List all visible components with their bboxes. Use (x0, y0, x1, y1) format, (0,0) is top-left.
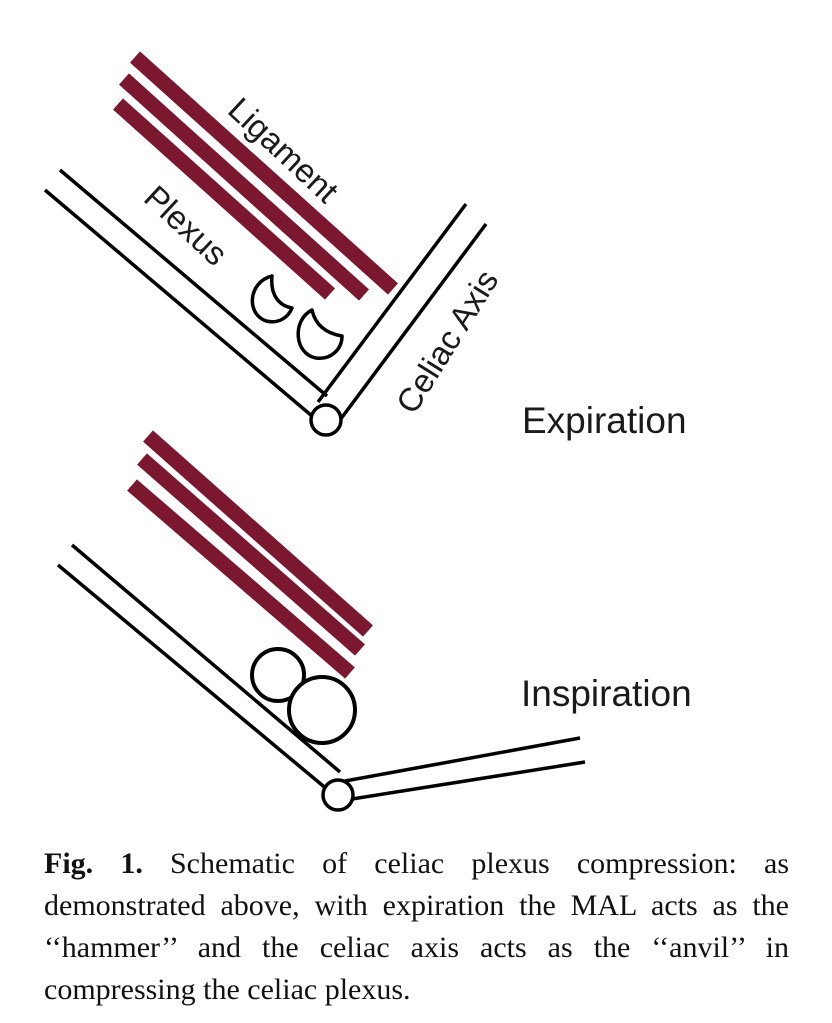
celiac-compression-diagram: Ligament Plexus Celiac Axis Expiration I… (43, 51, 692, 812)
inspiration-aorta-wall-inner (70, 543, 342, 774)
inspiration-ligament-bar (127, 479, 355, 679)
expiration-celiac-wall-right (338, 222, 488, 422)
inspiration-ligament-bar (143, 430, 373, 637)
inspiration-label: Inspiration (521, 673, 692, 714)
inspiration-celiac-wall-lower (351, 760, 586, 801)
inspiration-panel: Inspiration (56, 430, 692, 812)
expiration-plexus-crescent (250, 274, 294, 324)
inspiration-plexus-circle (287, 675, 357, 745)
expiration-plexus-crescent (296, 308, 344, 360)
expiration-ligament-bar (118, 73, 370, 301)
expiration-aorta-wall-inner (58, 168, 329, 398)
figure-caption-text: Schematic of celiac plexus compression: … (44, 847, 789, 1006)
figure-caption-label: Fig. 1. (44, 847, 143, 880)
expiration-aorta-wall-outer (43, 188, 314, 418)
expiration-junction-circle (309, 403, 343, 437)
expiration-label: Expiration (522, 400, 687, 441)
inspiration-plexus-circle (250, 647, 306, 703)
figure-caption: Fig. 1. Schematic of celiac plexus compr… (44, 843, 789, 1011)
expiration-ligament-bar (129, 51, 399, 295)
expiration-celiac-wall-left (316, 202, 468, 404)
inspiration-junction-circle (321, 778, 355, 812)
expiration-ligament-bar (112, 98, 336, 300)
inspiration-ligament-bar (137, 453, 365, 656)
inspiration-celiac-wall-upper (344, 736, 581, 783)
expiration-panel: Ligament Plexus Celiac Axis Expiration (43, 51, 687, 441)
inspiration-aorta-wall-outer (56, 563, 330, 792)
